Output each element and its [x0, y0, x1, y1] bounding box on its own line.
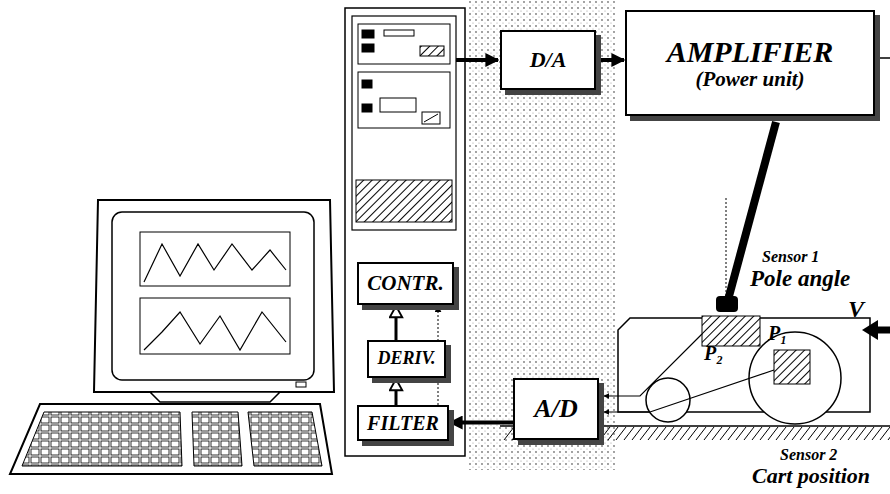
- position-sensor: [774, 350, 810, 384]
- cart: [618, 122, 870, 424]
- controller-box: CONTR.: [357, 262, 454, 305]
- interface-band: [468, 0, 616, 470]
- vertical-reference: [726, 198, 727, 300]
- rack-modules: [356, 24, 452, 222]
- signal-arrow: [596, 58, 624, 62]
- amplifier-box: AMPLIFIER(Power unit): [625, 10, 875, 116]
- cart-wheel: [646, 378, 690, 422]
- cart-wheel: [749, 332, 841, 424]
- box-text: CONTR.: [367, 272, 443, 295]
- power-wire: [878, 57, 890, 59]
- sensor-wire: [604, 334, 702, 396]
- sensor-label: Pole angle: [750, 266, 850, 291]
- converter-box: D/A: [500, 30, 596, 90]
- computer-monitor: [94, 200, 334, 402]
- force-arrowhead: [862, 320, 878, 340]
- box-text: FILTER: [367, 412, 439, 434]
- box-text: AMPLIFIER: [667, 35, 834, 68]
- filter-box: FILTER: [357, 405, 449, 441]
- pole-pivot: [716, 296, 738, 312]
- sensor-label: P₂: [704, 342, 723, 364]
- sensor-label: Sensor 2: [780, 446, 837, 464]
- force-arrow: [876, 327, 890, 334]
- signal-arrow: [450, 421, 513, 425]
- signal-arrow: [395, 379, 398, 405]
- keyboard: [10, 404, 332, 474]
- derivative-box: DERIV.: [367, 340, 446, 378]
- angle-sensor: [702, 316, 760, 346]
- converter-box: A/D: [513, 378, 599, 440]
- box-text: (Power unit): [695, 68, 804, 91]
- signal-arrow: [395, 306, 398, 340]
- rack-top: [352, 16, 456, 230]
- rack-panel: [345, 8, 465, 456]
- box-text: D/A: [530, 48, 567, 72]
- sensor-label: Sensor 1: [762, 248, 819, 266]
- sensor-label: Cart position: [752, 464, 870, 488]
- signal-wire: [456, 58, 498, 62]
- sensor-label: P₁: [768, 322, 787, 344]
- sensor-wire: [604, 370, 774, 412]
- box-text: A/D: [534, 395, 577, 424]
- force-label: V: [848, 296, 864, 322]
- box-text: DERIV.: [377, 349, 435, 369]
